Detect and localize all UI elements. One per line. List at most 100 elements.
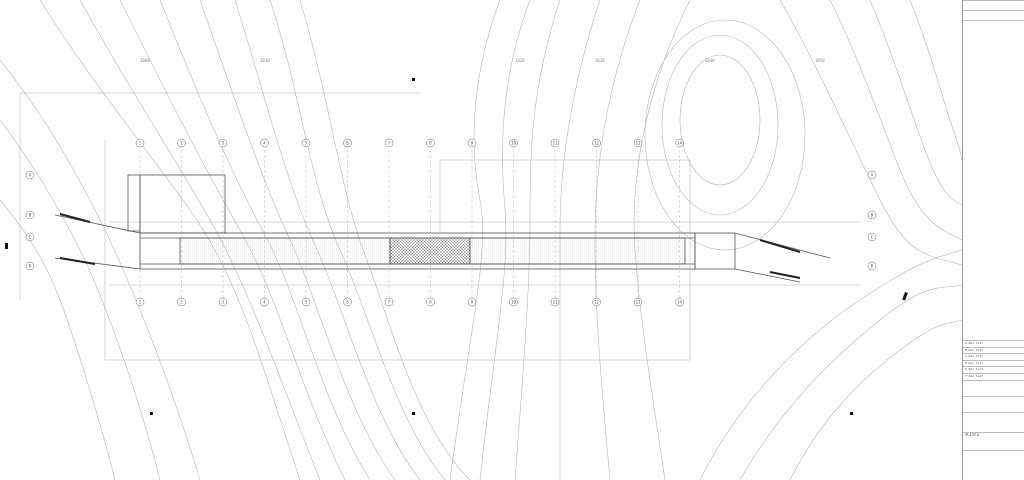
grid-axis-bubble	[426, 138, 435, 148]
grid-axis-bubble	[509, 138, 518, 148]
grid-axis-label: 7	[388, 300, 391, 305]
grid-axis-bubble	[550, 297, 560, 307]
grid-axis-label: 2	[180, 300, 183, 305]
title-block-company	[963, 450, 1024, 480]
grid-axis-bubble	[177, 138, 186, 148]
grid-axis-bubble	[135, 138, 145, 148]
grid-axis-label: 1	[139, 141, 142, 146]
grid-axis-bubble	[633, 297, 643, 307]
grid-axis-label: 6	[346, 141, 349, 146]
grid-axis-label: 4	[263, 300, 266, 305]
grid-axis-bubble	[301, 297, 311, 307]
grid-axis-label: B	[871, 213, 874, 218]
grating-deck-area-left	[179, 237, 391, 265]
grid-axis-label: D	[29, 264, 32, 269]
revision-row: D Rev text	[963, 359, 1024, 367]
grid-axis-label: C	[871, 235, 874, 240]
grid-axis-label: 7	[388, 141, 391, 146]
grid-axis-bubble	[426, 297, 435, 307]
grid-axis-label: 12	[594, 300, 599, 305]
contour-label: 1000	[140, 58, 150, 63]
grid-axis-bubble	[25, 232, 35, 242]
grid-axis-label: 2	[180, 141, 183, 146]
contour-label: 1030	[595, 58, 605, 63]
grid-axis-bubble	[867, 210, 877, 220]
east-ramp-top	[734, 232, 831, 259]
grid-axis-bubble	[260, 297, 269, 307]
grid-axis-label: 8	[429, 141, 432, 146]
grid-axis-bubble	[135, 297, 145, 307]
grid-axis-label: 14	[677, 141, 682, 146]
grid-axis-bubble	[384, 297, 394, 307]
grid-axis-label: 5	[305, 141, 308, 146]
grid-axis-bubble	[218, 297, 228, 307]
grid-axis-bubble	[25, 210, 35, 220]
contour-label: 1020	[515, 58, 525, 63]
grid-axis-bubble	[867, 232, 877, 242]
grid-axis-label: A	[29, 173, 32, 178]
grid-axis-label: 11	[553, 141, 558, 146]
east-abutment	[694, 232, 736, 270]
grid-axis-label: 5	[305, 300, 308, 305]
grid-axis-bubble	[867, 170, 877, 180]
grid-axis-label: D	[871, 264, 874, 269]
title-block-header	[963, 0, 1024, 10]
grid-axis-label: 6	[346, 300, 349, 305]
contour-label: 1010	[260, 58, 270, 63]
grid-axis-label: 10	[511, 141, 516, 146]
grid-axis-bubble	[260, 138, 269, 148]
grid-axis-bubble	[177, 297, 186, 307]
revision-row: B Rev text	[963, 346, 1024, 354]
grid-axis-bubble	[384, 138, 394, 148]
section-marker-east	[902, 291, 908, 301]
contour-label: 1040	[705, 58, 715, 63]
contour-labels: 1000 1010 1020 1030 1040 1050	[140, 58, 825, 63]
title-block-blank-area	[963, 20, 1024, 340]
grid-axis-label: 3	[222, 141, 225, 146]
grid-axis-bubble	[509, 297, 518, 307]
grid-axis-label: 12	[594, 141, 599, 146]
grid-axis-bubble	[675, 297, 684, 307]
east-ramp-bottom	[734, 268, 801, 283]
grid-axis-bubble	[25, 170, 35, 180]
grid-axis-label: C	[29, 235, 32, 240]
grid-axis-label: 13	[636, 300, 641, 305]
grid-axis-bubble	[301, 138, 311, 148]
grid-axis-label: 10	[511, 300, 516, 305]
grid-axis-bubble	[25, 261, 35, 271]
revision-row: A Rev text	[963, 340, 1024, 347]
grid-axis-label: A	[871, 173, 874, 178]
bridge-structure	[54, 174, 831, 283]
grid-axis-label: 9	[471, 141, 474, 146]
grid-axis-bubble	[343, 138, 352, 148]
grid-axis-label: 13	[636, 141, 641, 146]
title-block-sheet-info	[963, 412, 1024, 432]
grid-axis-label: 3	[222, 300, 225, 305]
revision-row: C Rev text	[963, 353, 1024, 360]
north-markers	[5, 78, 908, 415]
grid-axis-bubble	[633, 138, 643, 148]
revision-row: F Rev text	[963, 372, 1024, 380]
revision-row: E Rev text	[963, 366, 1024, 373]
grid-axis-label: 4	[263, 141, 266, 146]
dimension-lines	[19, 92, 860, 361]
grid-axis-bubble	[550, 138, 560, 148]
title-block-drawing-title	[963, 396, 1024, 412]
grid-axis-bubble	[467, 138, 477, 148]
terrain-contours	[0, 0, 963, 480]
title-block-notes	[963, 10, 1024, 20]
grid-axis-label: 8	[429, 300, 432, 305]
grid-axis-label: 11	[553, 300, 558, 305]
contour-label: 1050	[815, 58, 825, 63]
grid-axis-label: 1	[139, 300, 142, 305]
grid-axis-bubble	[592, 138, 601, 148]
grid-axis-bubble	[592, 297, 601, 307]
sheet-number: A101	[963, 432, 1024, 450]
grid-axis-label: B	[29, 213, 32, 218]
grid-axis-bubble	[675, 138, 684, 148]
grid-axis-bubble	[867, 261, 877, 271]
title-block-project	[963, 380, 1024, 396]
